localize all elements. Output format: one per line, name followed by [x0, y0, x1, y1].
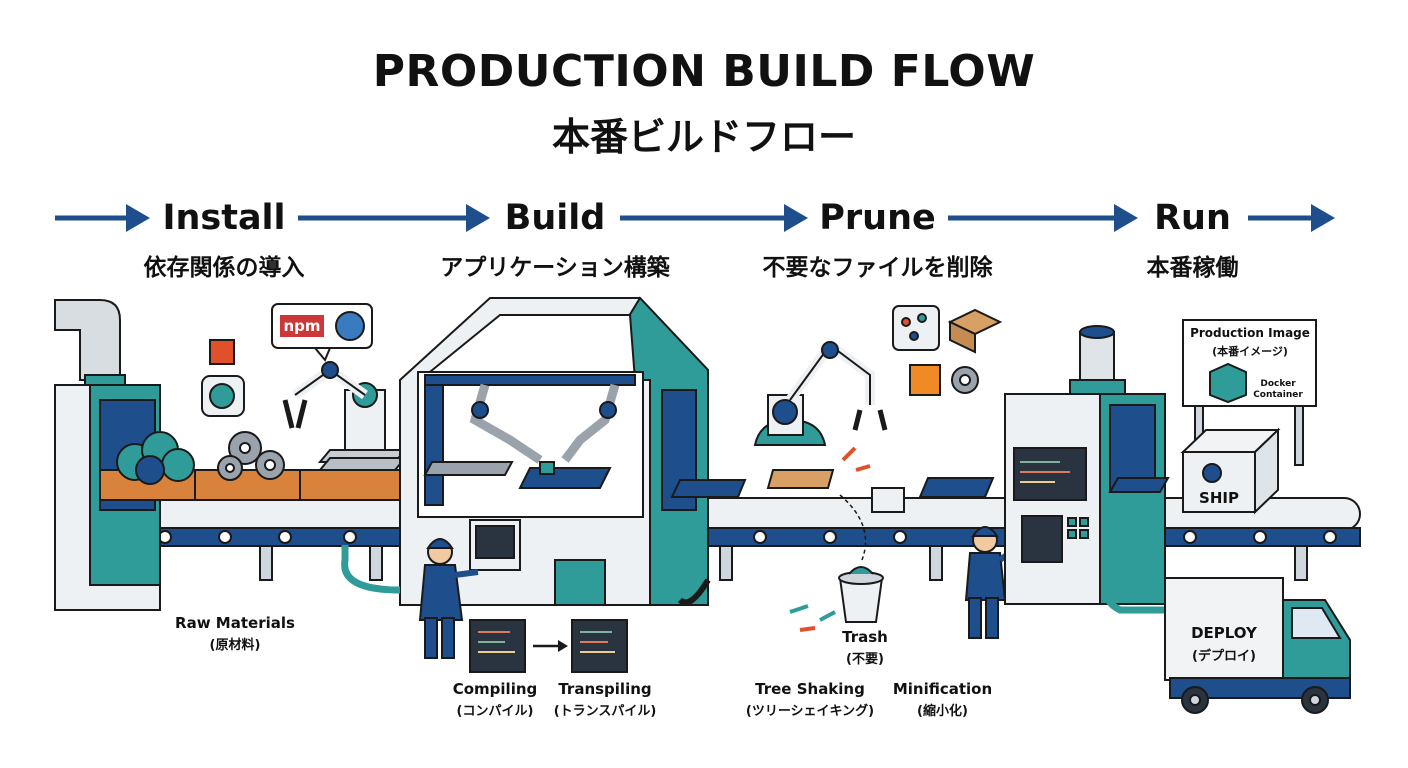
tree-shaking-label: Tree Shaking: [755, 680, 865, 698]
minification-sublabel: (縮小化): [917, 704, 968, 719]
flow-arrowhead-prune-run: [1114, 204, 1138, 232]
build-machine: [341, 296, 711, 606]
flow-arrowhead-start: [126, 204, 150, 232]
transpiling-code-panel: [571, 619, 628, 673]
stage-build-subtitle: アプリケーション構築: [440, 255, 670, 281]
stage-prune-subtitle: 不要なファイルを削除: [762, 255, 993, 281]
ship-box: [1180, 427, 1281, 515]
stage-prune-title: Prune: [819, 198, 936, 238]
transpiling-label: Transpiling: [558, 680, 652, 698]
flow-arrowhead-install-build: [466, 204, 490, 232]
trash-sublabel: (不要): [846, 652, 884, 667]
transpiling-sublabel: (トランスパイル): [553, 704, 657, 719]
minification-label: Minification: [892, 680, 993, 698]
deploy-truck: [1164, 577, 1351, 714]
install-station: [54, 299, 409, 611]
worker-run: [964, 526, 1022, 639]
page-title: PRODUCTION BUILD FLOW: [372, 46, 1036, 97]
production-image-label: Production Image: [1190, 326, 1310, 340]
flow-arrows: [55, 204, 1335, 232]
docker-label-line2: Container: [1253, 390, 1303, 400]
raw-materials-label: Raw Materials: [175, 614, 295, 632]
deploy-label: DEPLOY: [1191, 624, 1257, 642]
flow-arrowhead-end: [1311, 204, 1335, 232]
ship-label: SHIP: [1199, 489, 1239, 507]
worker-build: [418, 538, 479, 659]
deploy-sublabel: (デプロイ): [1192, 649, 1256, 664]
trash-label: Trash: [842, 628, 888, 646]
stage-install-subtitle: 依存関係の導入: [143, 255, 305, 281]
raw-materials-sublabel: (原材料): [209, 638, 261, 653]
page-subtitle: 本番ビルドフロー: [551, 115, 856, 159]
production-image-sublabel: (本番イメージ): [1212, 345, 1288, 358]
conveyor-belt: [69, 497, 1361, 581]
compiling-label: Compiling: [452, 680, 538, 698]
flow-arrowhead-build-prune: [784, 204, 808, 232]
stage-install-title: Install: [162, 198, 286, 238]
compile-arrowhead: [558, 640, 568, 652]
stage-run-subtitle: 本番稼働: [1146, 255, 1239, 281]
tree-shaking-sublabel: (ツリーシェイキング): [745, 704, 875, 719]
npm-logo-text: npm: [283, 317, 320, 335]
prune-station: [670, 305, 1003, 632]
stage-build-title: Build: [504, 198, 606, 238]
compiling-sublabel: (コンパイル): [456, 704, 534, 719]
docker-label-line1: Docker: [1260, 379, 1296, 389]
stage-run-title: Run: [1154, 198, 1231, 238]
compiling-code-panel: [469, 619, 526, 673]
run-machine: [1004, 325, 1170, 614]
